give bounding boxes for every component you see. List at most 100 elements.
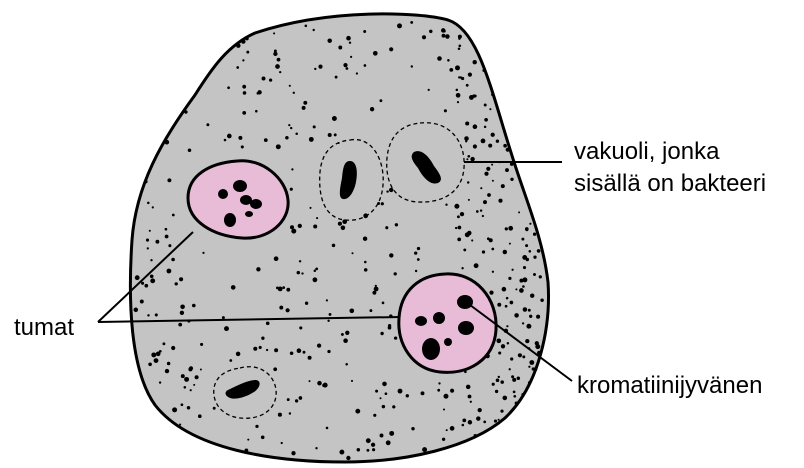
stipple-dot (441, 28, 445, 32)
stipple-dot (526, 324, 531, 329)
stipple-dot (519, 288, 524, 293)
stipple-dot (200, 343, 203, 346)
stipple-dot (328, 133, 332, 137)
stipple-dot (243, 91, 247, 95)
stipple-dot (429, 30, 432, 33)
stipple-dot (335, 76, 338, 79)
stipple-dot (507, 342, 510, 345)
stipple-dot (522, 285, 525, 288)
stipple-dot (181, 374, 185, 378)
stipple-dot (315, 447, 317, 449)
stipple-dot (286, 308, 290, 312)
stipple-dot (536, 315, 540, 319)
stipple-dot (236, 43, 241, 48)
stipple-dot (528, 309, 531, 312)
stipple-dot (281, 442, 283, 444)
stipple-dot (276, 144, 281, 149)
nucleus-right (399, 274, 496, 372)
stipple-dot (346, 36, 351, 41)
stipple-dot (529, 223, 531, 225)
stipple-dot (480, 187, 482, 189)
stipple-dot (172, 407, 177, 412)
stipple-dot (195, 375, 199, 379)
stipple-dot (406, 394, 409, 397)
stipple-dot (483, 200, 487, 204)
stipple-dot (150, 278, 155, 283)
stipple-dot (489, 108, 491, 110)
stipple-dot (229, 359, 232, 362)
stipple-dot (506, 148, 510, 152)
stipple-dot (175, 282, 178, 285)
stipple-dot (148, 362, 152, 366)
stipple-dot (141, 282, 144, 285)
stipple-dot (275, 64, 280, 69)
stipple-dot (458, 226, 462, 230)
stipple-dot (533, 256, 536, 259)
stipple-dot (389, 431, 394, 436)
stipple-dot (503, 144, 507, 148)
stipple-dot (530, 293, 534, 297)
stipple-dot (529, 360, 534, 365)
stipple-dot (533, 367, 537, 371)
stipple-dot (496, 338, 501, 343)
stipple-dot (492, 271, 494, 273)
stipple-dot (522, 355, 525, 358)
stipple-dot (309, 380, 311, 382)
stipple-dot (350, 56, 352, 58)
stipple-dot (327, 350, 330, 353)
stipple-dot (385, 392, 388, 395)
label-vacuole-line1: vakuoli, jonka (574, 137, 766, 169)
stipple-dot (462, 419, 466, 423)
stipple-dot (269, 78, 272, 81)
stipple-dot (484, 126, 486, 128)
stipple-dot (290, 127, 292, 129)
stipple-dot (299, 396, 303, 400)
stipple-dot (458, 47, 461, 50)
stipple-dot (373, 414, 376, 417)
stipple-dot (389, 47, 393, 51)
stipple-dot (517, 377, 521, 381)
stipple-dot (422, 35, 426, 39)
stipple-dot (501, 344, 505, 348)
stipple-dot (498, 199, 502, 203)
stipple-dot (309, 207, 311, 209)
stipple-dot (465, 121, 469, 125)
nucleus-left (188, 161, 288, 238)
stipple-dot (193, 384, 195, 386)
stipple-dot (498, 351, 501, 354)
stipple-dot (512, 378, 516, 382)
stipple-dot (273, 367, 277, 371)
stipple-dot (224, 326, 229, 331)
stipple-dot (491, 164, 493, 166)
stipple-dot (444, 394, 449, 399)
stipple-dot (227, 134, 232, 139)
stipple-dot (468, 420, 472, 424)
stipple-dot (501, 184, 505, 188)
stipple-dot (343, 338, 348, 343)
stipple-dot (290, 352, 294, 356)
stipple-dot (364, 268, 368, 272)
stipple-dot (144, 284, 148, 288)
stipple-dot (301, 272, 303, 274)
stipple-dot (506, 297, 509, 300)
stipple-dot (279, 306, 283, 310)
stipple-dot (505, 227, 508, 230)
stipple-dot (202, 252, 204, 254)
stipple-dot (509, 243, 511, 245)
stipple-dot (488, 144, 492, 148)
stipple-dot (308, 356, 312, 360)
stipple-dot (256, 267, 260, 271)
stipple-dot (525, 227, 529, 231)
stipple-dot (468, 72, 472, 76)
stipple-dot (140, 300, 144, 304)
stipple-dot (154, 358, 159, 363)
stipple-dot (496, 379, 500, 383)
stipple-dot (539, 275, 542, 278)
stipple-dot (356, 72, 358, 74)
stipple-dot (346, 456, 350, 460)
stipple-dot (363, 30, 366, 33)
stipple-dot (282, 286, 285, 289)
stipple-dot (492, 383, 495, 386)
stipple-dot (178, 323, 182, 327)
stipple-dot (497, 303, 501, 307)
